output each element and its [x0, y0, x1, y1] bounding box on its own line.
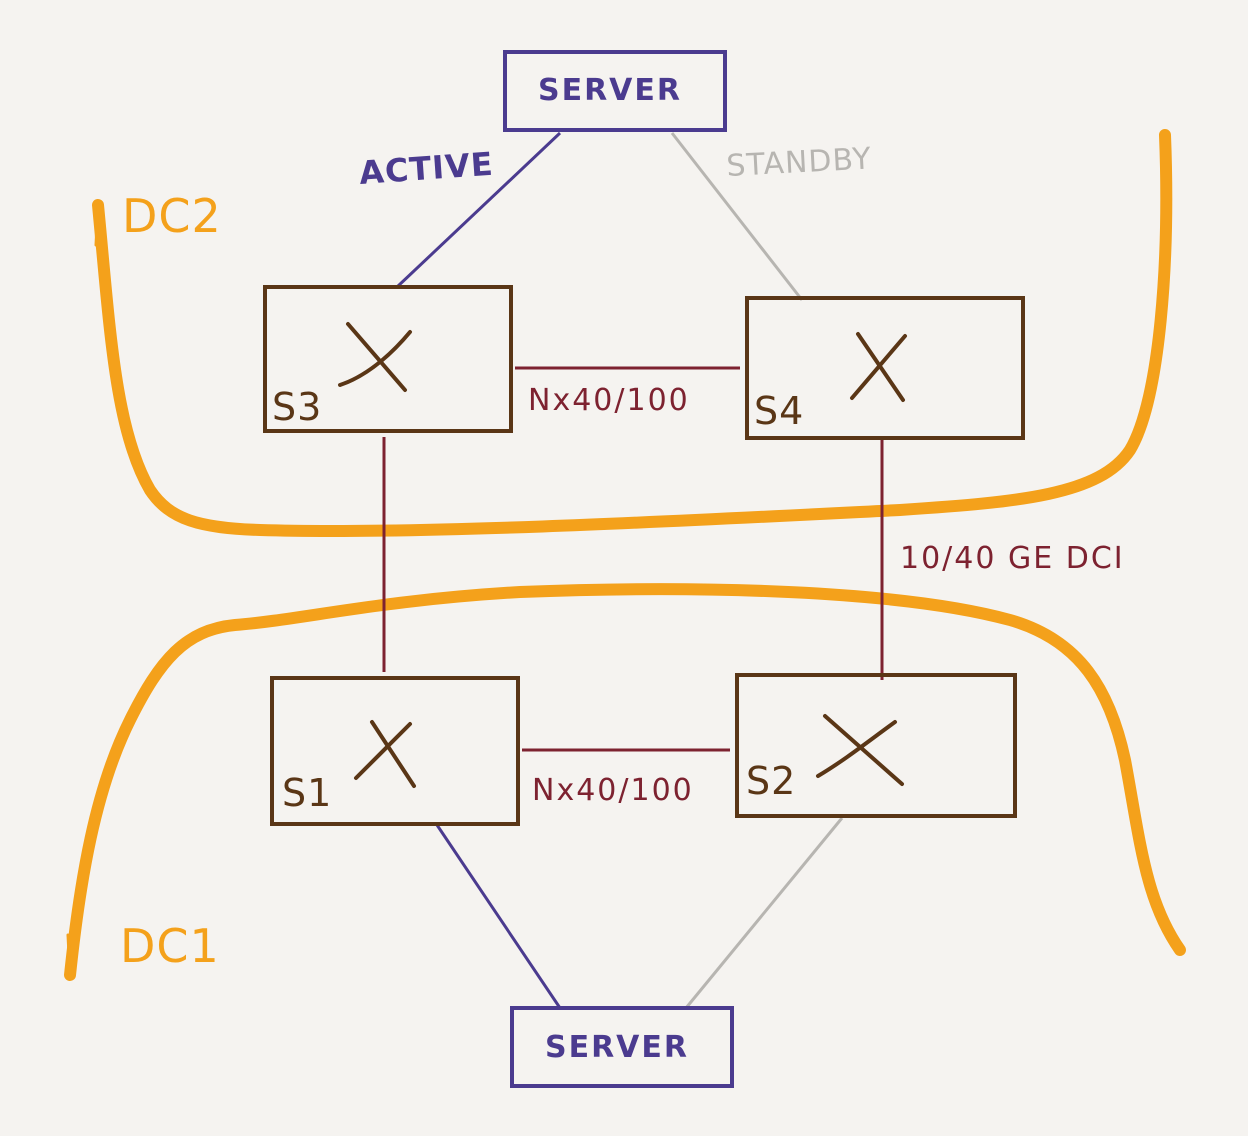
switch-s4: S4 — [745, 296, 1025, 440]
standby-link-label: STANDBY — [726, 141, 873, 184]
standby-link-top — [670, 132, 804, 301]
switch-s1: S1 — [270, 676, 520, 826]
dc1-boundary-thin-tip — [66, 933, 72, 977]
active-link-top — [395, 131, 562, 289]
dci-link-label: 10/40 GE DCI — [900, 541, 1125, 576]
switch-s3: S3 — [263, 285, 513, 433]
switch-x-icon — [354, 720, 416, 788]
switch-s3-label: S3 — [272, 385, 322, 429]
switch-x-icon — [816, 714, 904, 786]
switch-s2-label: S2 — [746, 759, 796, 803]
server-bottom-label: SERVER — [545, 1030, 689, 1065]
s3-s4-link-label: Nx40/100 — [528, 383, 690, 418]
switch-s4-label: S4 — [754, 389, 804, 433]
dc1-label: DC1 — [120, 919, 220, 973]
switch-s1-label: S1 — [282, 771, 332, 815]
server-top: SERVER — [503, 50, 727, 132]
server-bottom: SERVER — [510, 1006, 734, 1088]
dc1-boundary — [64, 583, 1186, 981]
dc2-label: DC2 — [122, 189, 222, 243]
server-top-label: SERVER — [538, 73, 682, 108]
active-link-bottom — [435, 824, 562, 1009]
dc2-boundary-thin-tip — [94, 203, 100, 247]
dc2-boundary — [92, 129, 1173, 537]
switch-s2: S2 — [735, 673, 1017, 818]
switch-x-icon — [338, 322, 412, 392]
s1-s2-link-label: Nx40/100 — [532, 773, 694, 808]
switch-x-icon — [850, 332, 907, 402]
active-link-label: ACTIVE — [358, 145, 495, 192]
standby-link-bottom — [684, 817, 844, 1009]
